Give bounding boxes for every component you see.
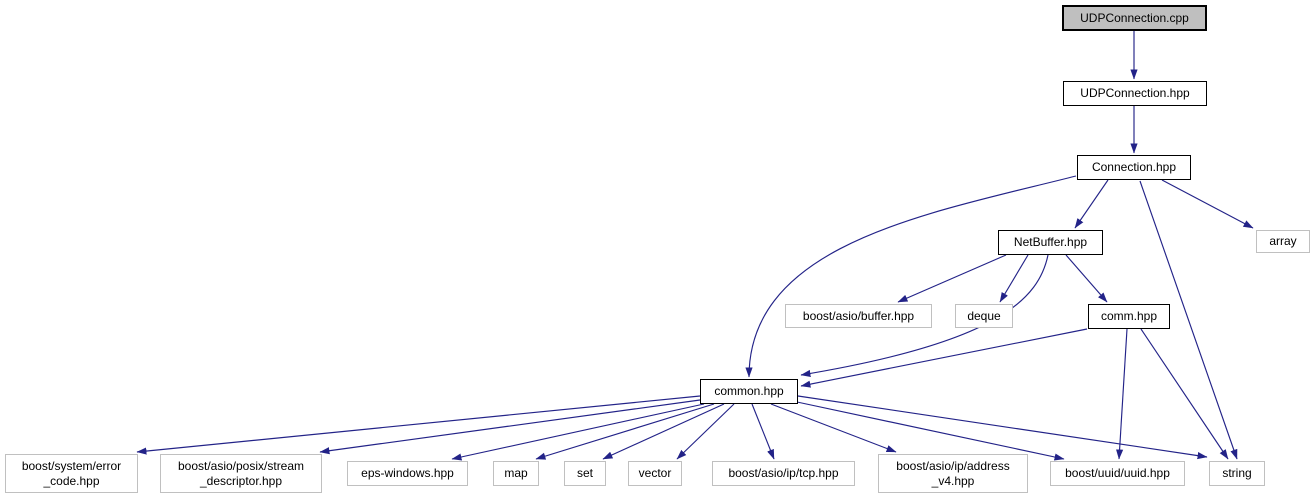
edge-common-hpp-to-boost-system-error-code-hpp — [136, 395, 701, 455]
node-common-hpp[interactable]: common.hpp — [700, 379, 798, 404]
node-comm-hpp[interactable]: comm.hpp — [1088, 304, 1170, 329]
edge-connection-hpp-to-common-hpp — [745, 175, 1077, 378]
node-set: set — [564, 461, 606, 486]
edge-common-hpp-to-vector — [676, 403, 735, 460]
edge-comm-hpp-to-boost-uuid-uuid-hpp — [1115, 328, 1128, 460]
edge-connection-hpp-to-string — [1139, 180, 1238, 460]
node-boost-asio-ip-tcp-hpp: boost/asio/ip/tcp.hpp — [712, 461, 855, 486]
node-boost-system-error-code-hpp: boost/system/error _code.hpp — [5, 454, 138, 493]
edge-common-hpp-to-boost-asio-ip-tcp-hpp — [751, 403, 775, 460]
edge-common-hpp-to-eps-windows-hpp — [451, 403, 705, 461]
edge-common-hpp-to-boost-uuid-uuid-hpp — [796, 401, 1065, 461]
node-connection-hpp[interactable]: Connection.hpp — [1077, 155, 1191, 180]
edge-common-hpp-to-boost-asio-ip-address-v4-hpp — [770, 403, 897, 453]
edge-common-hpp-to-set — [602, 403, 725, 460]
node-array: array — [1256, 230, 1310, 253]
node-deque: deque — [955, 304, 1013, 328]
edge-common-hpp-to-string — [797, 395, 1208, 460]
node-vector: vector — [628, 461, 682, 486]
edge-common-hpp-to-boost-asio-posix-stream-descriptor-hpp — [319, 399, 701, 455]
edge-netbuffer-hpp-to-comm-hpp — [1065, 254, 1108, 303]
edge-comm-hpp-to-string — [1140, 328, 1229, 460]
node-udpconnection-hpp[interactable]: UDPConnection.hpp — [1063, 81, 1207, 106]
edge-connection-hpp-to-netbuffer-hpp — [1074, 179, 1109, 229]
node-boost-asio-ip-address-v4-hpp: boost/asio/ip/address _v4.hpp — [878, 454, 1028, 493]
node-boost-uuid-uuid-hpp: boost/uuid/uuid.hpp — [1050, 461, 1185, 486]
node-udpconnection-cpp[interactable]: UDPConnection.cpp — [1062, 5, 1207, 31]
edge-netbuffer-hpp-to-boost-asio-buffer-hpp — [897, 254, 1007, 303]
node-netbuffer-hpp[interactable]: NetBuffer.hpp — [998, 230, 1103, 255]
edges-group — [136, 31, 1254, 461]
edge-connection-hpp-to-array — [1161, 179, 1254, 229]
edge-comm-hpp-to-common-hpp — [800, 328, 1088, 388]
edge-common-hpp-to-map — [535, 403, 715, 460]
node-eps-windows-hpp: eps-windows.hpp — [347, 461, 468, 486]
node-string: string — [1209, 461, 1265, 486]
node-map: map — [493, 461, 539, 486]
node-boost-asio-buffer-hpp: boost/asio/buffer.hpp — [785, 304, 932, 328]
node-boost-asio-posix-stream-descriptor-hpp: boost/asio/posix/stream _descriptor.hpp — [160, 454, 322, 493]
edge-netbuffer-hpp-to-deque — [999, 254, 1029, 303]
